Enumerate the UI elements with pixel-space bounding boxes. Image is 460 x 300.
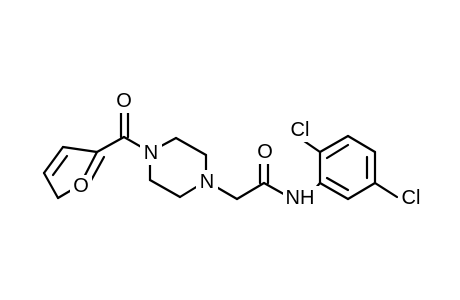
bond-furan-c4-c5 bbox=[42, 171, 60, 200]
bond-pip-c5-c6 bbox=[148, 178, 182, 199]
bond-ar-cl-meta bbox=[373, 181, 399, 199]
bonds bbox=[42, 102, 399, 201]
bond-ar-c6-c1 bbox=[318, 181, 350, 201]
bond-ar-c6-c1-inner bbox=[325, 176, 350, 192]
atom-amide-oxygen: O bbox=[257, 141, 273, 163]
atom-chlorine-ortho: Cl bbox=[291, 119, 310, 141]
atom-carbonyl-oxygen: O bbox=[116, 90, 132, 112]
atom-piperazine-nitrogen-left: N bbox=[144, 142, 158, 164]
bond-furan-c3-c4-double bbox=[51, 154, 69, 177]
bond-ar-c5-c6 bbox=[346, 181, 377, 201]
bond-pip-c2-c3 bbox=[174, 136, 208, 157]
bond-ar-c2-c3-inner bbox=[325, 143, 350, 160]
bond-furan-c2-carbonyl bbox=[95, 135, 126, 154]
atom-labels: O O N N O NH Cl Cl bbox=[70, 89, 426, 210]
bond-ar-c3-c4 bbox=[346, 134, 377, 154]
bond-ch2-amide-c bbox=[235, 181, 266, 201]
bond-ar-cl-ortho bbox=[302, 139, 322, 154]
atom-piperazine-nitrogen-right: N bbox=[200, 171, 214, 193]
bond-ar-c2-c3 bbox=[318, 134, 350, 154]
atom-furan-oxygen: O bbox=[73, 175, 89, 197]
bond-furan-c3-c4 bbox=[42, 145, 65, 175]
atom-chlorine-meta: Cl bbox=[402, 187, 421, 209]
atom-amide-nh: NH bbox=[286, 187, 315, 209]
bond-furan-c2-c3 bbox=[61, 145, 99, 154]
